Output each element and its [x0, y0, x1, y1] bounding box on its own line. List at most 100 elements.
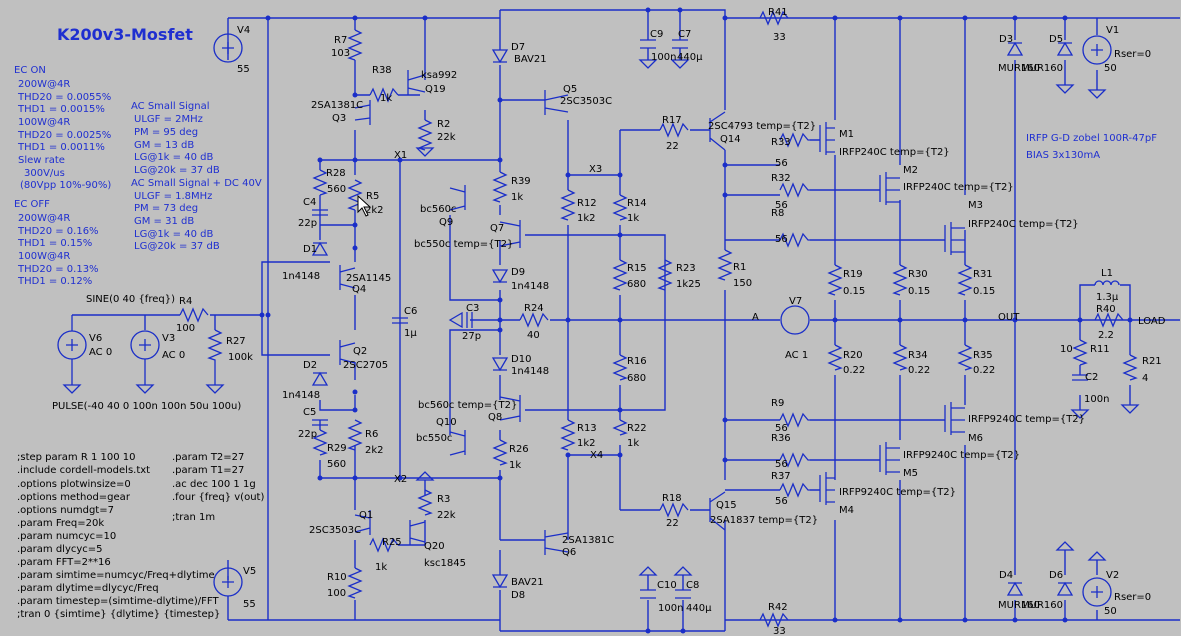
svg-text:2SA1381C: 2SA1381C — [562, 535, 614, 546]
svg-text:A: A — [752, 312, 759, 323]
ec-off-heading: EC OFF — [14, 199, 50, 210]
svg-text:R31: R31 — [973, 269, 993, 280]
svg-text:R38: R38 — [372, 65, 392, 76]
bjt-q6 — [544, 530, 569, 555]
resistor-r23 — [657, 259, 673, 291]
resistor-r19 — [827, 264, 843, 296]
bjt-q14 — [709, 111, 726, 151]
svg-text:PULSE(-40 40 0 100n 100n 50u 1: PULSE(-40 40 0 100n 100n 50u 100u) — [52, 401, 241, 412]
resistor-r31 — [957, 264, 973, 296]
svg-text:R19: R19 — [843, 269, 863, 280]
diode-d9 — [491, 269, 509, 284]
resistor-r1 — [717, 249, 733, 281]
svg-text:1k: 1k — [511, 192, 523, 203]
svg-text:22: 22 — [666, 518, 679, 529]
svg-text:R18: R18 — [662, 493, 682, 504]
junctions — [259, 7, 1133, 634]
svg-text:R41: R41 — [768, 7, 788, 18]
svg-text:IRFP240C temp={T2}: IRFP240C temp={T2} — [903, 182, 1014, 193]
svg-text:AC 0: AC 0 — [89, 347, 112, 358]
schematic-title: K200v3-Mosfet — [57, 25, 193, 44]
bjt-q4 — [339, 265, 356, 290]
svg-text:IRFP240C temp={T2}: IRFP240C temp={T2} — [968, 219, 1079, 230]
svg-text:1k: 1k — [375, 562, 387, 573]
diode-d7 — [491, 49, 509, 64]
svg-text:ULGF = 2MHz: ULGF = 2MHz — [134, 114, 203, 125]
svg-text:Slew rate: Slew rate — [18, 155, 65, 166]
svg-text:Rser=0: Rser=0 — [1114, 592, 1151, 603]
svg-text:2k2: 2k2 — [365, 445, 384, 456]
svg-text:C5: C5 — [303, 407, 316, 418]
mosfet-m4 — [819, 472, 835, 505]
svg-text:56: 56 — [775, 158, 788, 169]
svg-text:R40: R40 — [1096, 304, 1116, 315]
voltage-sources — [57, 33, 1112, 607]
spice-directives-right: .param T2=27 .param T1=27 .ac dec 100 1 … — [172, 452, 264, 523]
svg-text:ksa992: ksa992 — [421, 70, 457, 81]
resistor-r41 — [759, 10, 789, 26]
diodes — [311, 41, 1074, 596]
svg-text:M5: M5 — [903, 468, 918, 479]
svg-text:R29: R29 — [327, 443, 347, 454]
cap-c2 — [1072, 374, 1088, 381]
svg-text:MUR160: MUR160 — [1021, 600, 1063, 611]
svg-text:1k2: 1k2 — [577, 438, 596, 449]
cap-c8 — [675, 589, 691, 599]
svg-text:IRFP9240C temp={T2}: IRFP9240C temp={T2} — [839, 487, 956, 498]
cap-c5 — [312, 419, 328, 426]
svg-text:.param dlycyc=5: .param dlycyc=5 — [17, 544, 103, 555]
svg-text:1n4148: 1n4148 — [282, 390, 320, 401]
svg-text:PM = 95 deg: PM = 95 deg — [134, 127, 198, 138]
svg-text:0.22: 0.22 — [908, 365, 930, 376]
svg-text:22p: 22p — [298, 218, 317, 229]
svg-text:X3: X3 — [589, 164, 602, 175]
svg-text:AC 1: AC 1 — [785, 350, 808, 361]
capacitors — [312, 39, 1120, 599]
svg-text:IRFP9240C temp={T2}: IRFP9240C temp={T2} — [903, 450, 1020, 461]
svg-text:OUT: OUT — [998, 312, 1020, 323]
source-v5 — [213, 567, 243, 597]
svg-text:50: 50 — [1104, 63, 1117, 74]
svg-text:10: 10 — [1060, 344, 1073, 355]
svg-text:R15: R15 — [627, 263, 647, 274]
svg-text:56: 56 — [775, 200, 788, 211]
resistor-r34 — [892, 344, 908, 371]
bjt-q20 — [409, 520, 426, 545]
resistor-r14 — [612, 194, 628, 221]
svg-text:THD1 = 0.12%: THD1 = 0.12% — [17, 276, 92, 287]
cap-c6 — [392, 317, 408, 324]
svg-text:C9: C9 — [650, 29, 663, 40]
svg-text:1n4148: 1n4148 — [282, 271, 320, 282]
diode-d2 — [311, 371, 329, 386]
svg-text:D10: D10 — [511, 354, 531, 365]
svg-text:440µ: 440µ — [686, 603, 712, 614]
diode-d3 — [1006, 41, 1024, 56]
diode-d6 — [1056, 581, 1074, 596]
resistor-r7 — [347, 29, 363, 61]
resistor-r29 — [312, 429, 328, 456]
source-v4 — [213, 33, 243, 63]
diode-d5 — [1056, 41, 1074, 56]
svg-text:R25: R25 — [382, 537, 402, 548]
svg-text:.options plotwinsize=0: .options plotwinsize=0 — [17, 479, 131, 490]
resistor-r8 — [779, 232, 810, 248]
resistor-r6 — [347, 419, 363, 451]
svg-text:M4: M4 — [839, 505, 854, 516]
svg-text:100: 100 — [176, 323, 195, 334]
resistor-r38 — [369, 87, 399, 103]
svg-text:V3: V3 — [162, 333, 175, 344]
mosfet-m1 — [819, 122, 835, 155]
svg-text:.options numdgt=7: .options numdgt=7 — [17, 505, 114, 516]
svg-text:100W@4R: 100W@4R — [18, 117, 70, 128]
svg-text:Q8: Q8 — [488, 412, 502, 423]
resistor-r28 — [312, 169, 328, 196]
svg-text:R33: R33 — [771, 137, 791, 148]
svg-text:0.15: 0.15 — [973, 286, 995, 297]
ec-on-heading: EC ON — [14, 65, 46, 76]
resistor-r42 — [759, 612, 789, 628]
svg-text:MUR160: MUR160 — [998, 600, 1040, 611]
svg-text:R32: R32 — [771, 173, 791, 184]
svg-text:C7: C7 — [678, 29, 691, 40]
mosfet-m5 — [879, 442, 900, 475]
